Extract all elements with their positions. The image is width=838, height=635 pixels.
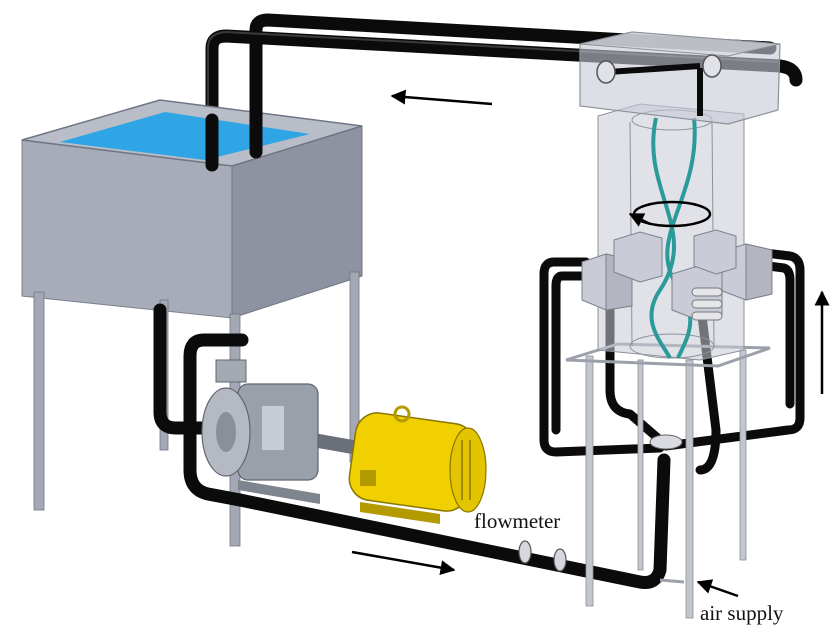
arrow-air-supply bbox=[696, 579, 739, 598]
arrow-top-leftward bbox=[390, 89, 493, 106]
air-supply-line bbox=[659, 578, 685, 584]
tank-water-surface bbox=[60, 112, 310, 160]
clamp-blocks bbox=[581, 229, 773, 321]
discharge-pipe bbox=[233, 453, 671, 589]
helical-strands bbox=[649, 117, 697, 359]
arrow-bottom-rightward bbox=[351, 550, 456, 576]
tank-front-wall bbox=[21, 139, 233, 319]
rotation-indicator bbox=[628, 200, 712, 228]
flow-arrows bbox=[351, 89, 830, 598]
column-stand bbox=[565, 342, 771, 619]
suction-pipe bbox=[153, 303, 249, 507]
column-header-box bbox=[579, 31, 781, 125]
column-loop-pipes bbox=[539, 245, 805, 475]
centrifugal-pump bbox=[201, 359, 320, 504]
flowmeter-rings bbox=[518, 540, 567, 572]
air-inlet-chamber bbox=[649, 434, 683, 450]
return-pipe-highlight bbox=[207, 30, 779, 170]
pump-coupling bbox=[307, 432, 359, 455]
flowmeter-label: flowmeter bbox=[474, 509, 560, 533]
tank-rim bbox=[21, 99, 363, 167]
return-pipe-top bbox=[205, 13, 803, 177]
clamp-connector-tubes bbox=[691, 287, 723, 321]
air-supply-label: air supply bbox=[700, 601, 784, 625]
electric-motor bbox=[348, 405, 487, 524]
